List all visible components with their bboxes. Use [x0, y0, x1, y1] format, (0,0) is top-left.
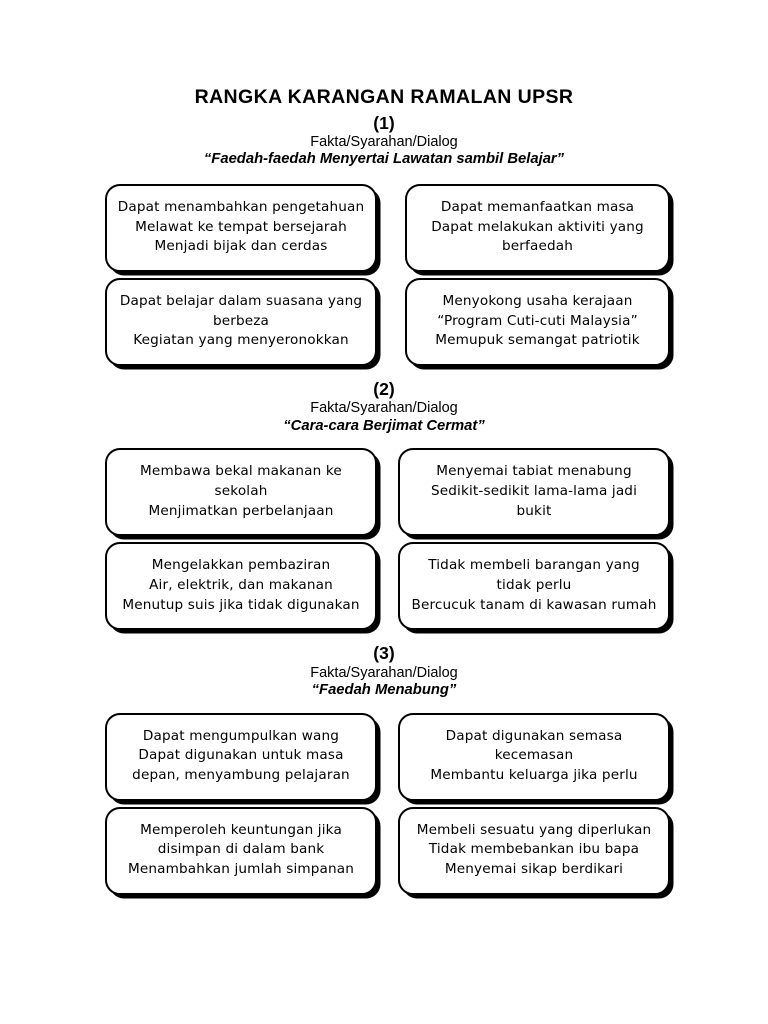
- idea-box: Menyemai tabiat menabung Sedikit-sedikit…: [398, 448, 670, 537]
- box-line: Memperoleh keuntungan jika: [140, 821, 342, 838]
- section-2-kind: Fakta/Syarahan/Dialog: [310, 400, 458, 417]
- box-line: tidak perlu: [496, 577, 572, 593]
- box-line: Menutup suis jika tidak digunakan: [122, 596, 360, 613]
- box-line: kecemasan: [494, 747, 574, 764]
- box-line: Mengelakkan pembaziran: [151, 557, 331, 574]
- box-line: Dapat melakukan aktiviti yang: [431, 218, 644, 235]
- box-line: berfaedah: [502, 238, 573, 255]
- section-3-row-1: Dapat mengumpulkan wang Dapat digunakan …: [105, 712, 670, 801]
- box-line: berbeza: [212, 312, 270, 329]
- box-line: Menyemai tabiat menabung: [436, 463, 632, 480]
- section-3-kind: Fakta/Syarahan/Dialog: [310, 664, 458, 681]
- box-line: Menjimatkan perbelanjaan: [148, 502, 334, 519]
- box-line: bukit: [516, 502, 552, 519]
- box-line: Tidak membeli barangan yang: [428, 557, 640, 574]
- box-line: Air, elektrik, dan makanan: [149, 577, 333, 593]
- idea-box: Dapat mengumpulkan wang Dapat digunakan …: [105, 712, 377, 801]
- idea-box: Dapat memanfaatkan masa Dapat melakukan …: [405, 183, 670, 272]
- section-1-box-grid: Dapat menambahkan pengetahuan Melawat ke…: [0, 183, 768, 366]
- box-line: Dapat mengumpulkan wang: [142, 727, 340, 744]
- section-3-row-2: Memperoleh keuntungan jika disimpan di d…: [105, 806, 670, 895]
- idea-box: Mengelakkan pembaziran Air, elektrik, da…: [105, 542, 377, 631]
- section-2-box-grid: Membawa bekal makanan ke sekolah Menjima…: [0, 448, 768, 631]
- box-line: Dapat digunakan untuk masa: [138, 747, 344, 764]
- box-line: Dapat belajar dalam suasana yang: [119, 293, 363, 310]
- spacer: [0, 699, 768, 713]
- box-line: “Program Cuti-cuti Malaysia”: [437, 312, 638, 329]
- idea-box: Dapat belajar dalam suasana yang berbeza…: [105, 277, 377, 366]
- idea-box: Menyokong usaha kerajaan “Program Cuti-c…: [405, 277, 670, 366]
- idea-box: Membawa bekal makanan ke sekolah Menjima…: [105, 448, 377, 537]
- box-line: Tidak membebankan ibu bapa: [428, 841, 640, 858]
- section-2-row-1: Membawa bekal makanan ke sekolah Menjima…: [105, 448, 670, 537]
- box-line: Menyemai sikap berdikari: [444, 860, 624, 877]
- section-1-kind: Fakta/Syarahan/Dialog: [310, 134, 458, 151]
- box-line: Dapat memanfaatkan masa: [440, 199, 635, 216]
- section-1-row-1: Dapat menambahkan pengetahuan Melawat ke…: [105, 183, 670, 272]
- box-line: Dapat menambahkan pengetahuan: [117, 199, 365, 216]
- box-line: sekolah: [214, 483, 268, 499]
- box-line: Bercucuk tanam di kawasan rumah: [411, 596, 657, 613]
- section-3-number: (3): [373, 643, 395, 664]
- box-line: Membantu keluarga jika perlu: [430, 766, 638, 783]
- box-line: Kegiatan yang menyeronokkan: [133, 332, 349, 349]
- section-2-topic: “Cara-cara Berjimat Cermat”: [283, 417, 485, 434]
- idea-box: Dapat digunakan semasa kecemasan Membant…: [398, 712, 670, 801]
- spacer: [0, 434, 768, 448]
- box-line: Membeli sesuatu yang diperlukan: [416, 821, 652, 838]
- idea-box: Tidak membeli barangan yang tidak perlu …: [398, 542, 670, 631]
- section-1-number: (1): [373, 112, 395, 133]
- section-1-row-2: Dapat belajar dalam suasana yang berbeza…: [105, 277, 670, 366]
- section-3-topic: “Faedah Menabung”: [311, 682, 457, 699]
- idea-box: Memperoleh keuntungan jika disimpan di d…: [105, 806, 377, 895]
- section-3-box-grid: Dapat mengumpulkan wang Dapat digunakan …: [0, 712, 768, 895]
- box-line: Dapat digunakan semasa: [445, 727, 623, 744]
- section-2-number: (2): [373, 378, 395, 399]
- box-line: Membawa bekal makanan ke: [140, 463, 342, 480]
- section-2-row-2: Mengelakkan pembaziran Air, elektrik, da…: [105, 542, 670, 631]
- box-line: disimpan di dalam bank: [157, 841, 325, 858]
- section-3-heading: (3) Fakta/Syarahan/Dialog “Faedah Menabu…: [0, 644, 768, 698]
- idea-box: Membeli sesuatu yang diperlukan Tidak me…: [398, 806, 670, 895]
- box-line: Melawat ke tempat bersejarah: [135, 218, 347, 235]
- spacer: [0, 168, 768, 184]
- section-2-heading: (2) Fakta/Syarahan/Dialog “Cara-cara Ber…: [0, 378, 768, 434]
- section-1-heading: (1) Fakta/Syarahan/Dialog “Faedah-faedah…: [0, 112, 768, 168]
- box-line: Sedikit-sedikit lama-lama jadi: [430, 483, 638, 499]
- box-line: Menambahkan jumlah simpanan: [127, 860, 355, 877]
- box-line: Menjadi bijak dan cerdas: [154, 238, 328, 255]
- box-line: Menyokong usaha kerajaan: [442, 293, 633, 310]
- box-line: depan, menyambung pelajaran: [132, 766, 350, 783]
- box-line: Memupuk semangat patriotik: [435, 332, 640, 349]
- idea-box: Dapat menambahkan pengetahuan Melawat ke…: [105, 183, 377, 272]
- page-title: RANGKA KARANGAN RAMALAN UPSR: [194, 86, 574, 108]
- section-1-topic: “Faedah-faedah Menyertai Lawatan sambil …: [203, 151, 565, 168]
